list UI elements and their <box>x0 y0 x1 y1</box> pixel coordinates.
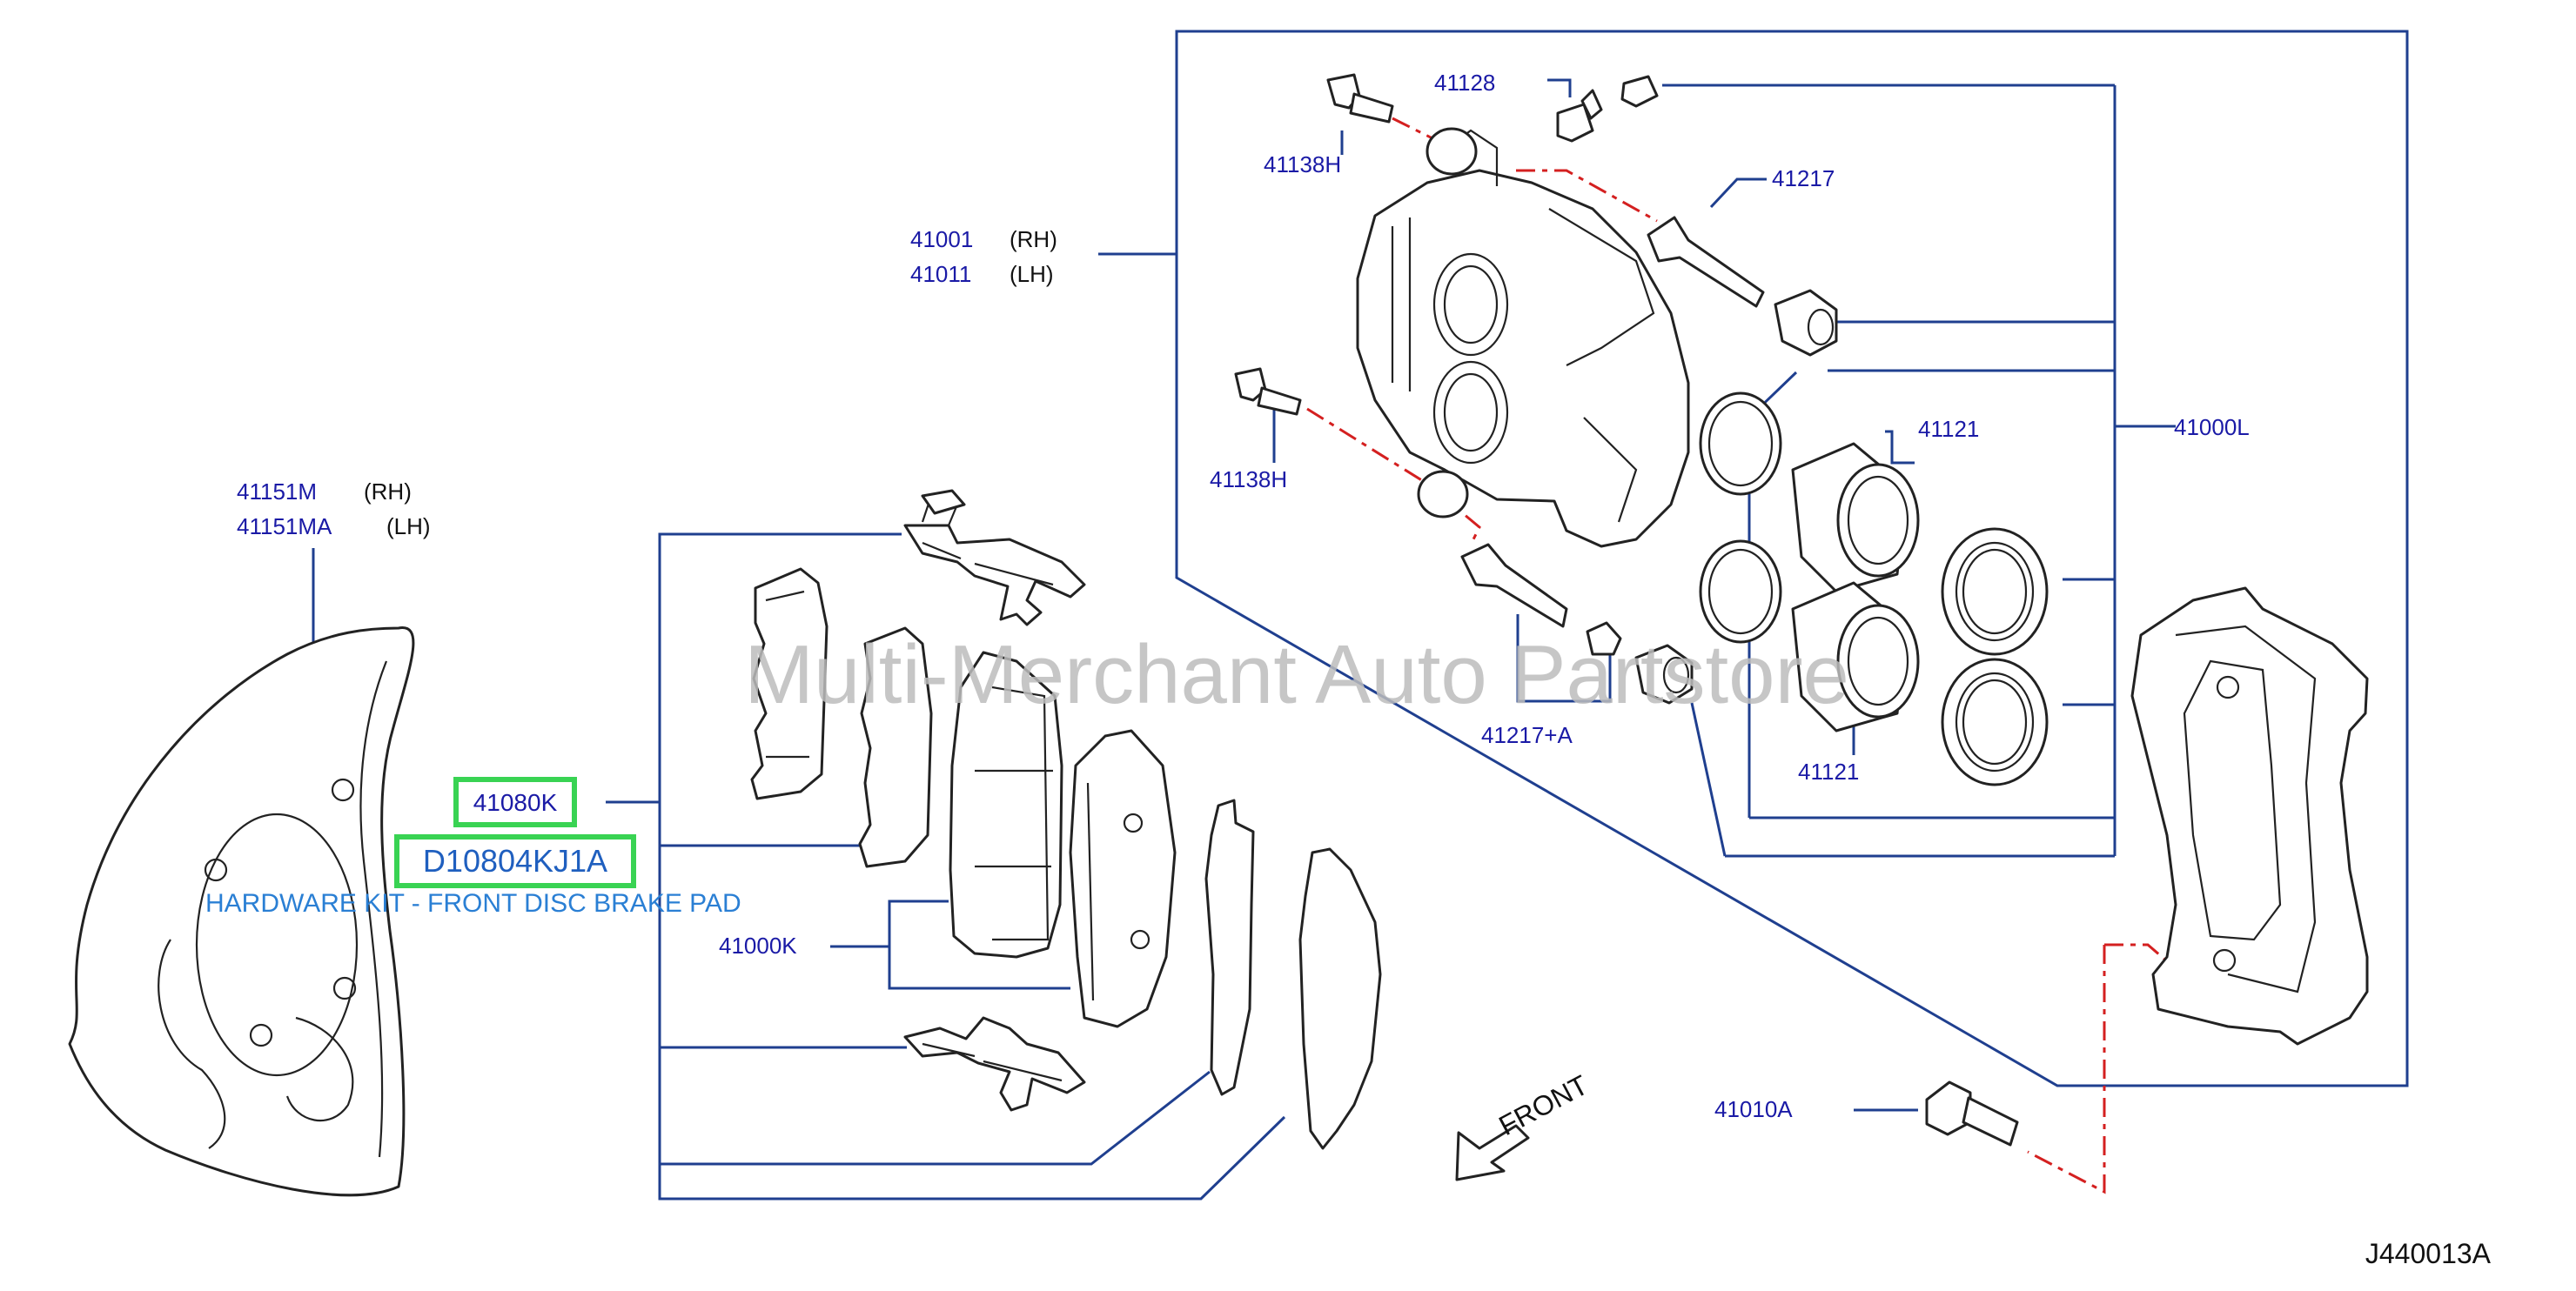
centerlines <box>1306 117 2211 1194</box>
callout-41128[interactable]: 41128 <box>1434 70 1495 96</box>
front-direction-arrow-icon <box>1455 1124 1530 1181</box>
highlighted-part-D10804KJ1A[interactable]: D10804KJ1A <box>394 834 636 888</box>
brake-splash-shield <box>68 626 415 1197</box>
pin-boot-upper <box>1774 289 1838 357</box>
piston-upper <box>1791 442 1920 593</box>
pad-abutment-clip-lower <box>903 1016 1086 1112</box>
piston-lower <box>1791 581 1920 732</box>
outer-brake-pad <box>949 651 1063 959</box>
callout-41011-side: (LH) <box>1010 261 1054 287</box>
slide-pin-lower <box>1460 543 1568 628</box>
callout-41001-side: (RH) <box>1010 226 1057 252</box>
highlight-label-41080K[interactable]: 41080K <box>473 789 558 816</box>
callout-41000K[interactable]: 41000K <box>719 933 797 959</box>
diagram-code: J440013A <box>2365 1238 2492 1269</box>
inner-shim-1 <box>1204 799 1255 1096</box>
callout-41217A[interactable]: 41217+A <box>1481 722 1573 748</box>
callout-41000L[interactable]: 41000L <box>2174 414 2250 440</box>
callout-41121-upper[interactable]: 41121 <box>1918 416 1979 442</box>
bracket-mounting-bolt <box>1925 1080 2019 1147</box>
front-direction-label: FRONT <box>1493 1069 1593 1142</box>
pin-boot-lower-small <box>1586 621 1622 656</box>
callout-41138H-upper[interactable]: 41138H <box>1264 151 1341 177</box>
callout-41138H-lower[interactable]: 41138H <box>1210 466 1287 492</box>
slide-pin-upper <box>1647 216 1765 308</box>
guide-pin-bolt-upper <box>1326 73 1394 124</box>
piston-boot-upper <box>1941 527 2049 656</box>
pin-boot-lower <box>1634 644 1694 705</box>
piston-seal-lower <box>1699 539 1782 644</box>
leader-lines <box>312 30 2409 1201</box>
outer-shim <box>750 567 828 800</box>
callout-labels: 41128 41138H 41217 41001 (RH) 41011 (LH)… <box>237 70 2492 1269</box>
inner-brake-pad <box>1069 729 1177 1028</box>
highlight-label-D10804KJ1A[interactable]: D10804KJ1A <box>423 843 607 879</box>
pad-abutment-clip-upper <box>903 489 1086 626</box>
anti-squeal-shim <box>858 626 933 868</box>
callout-41001[interactable]: 41001 <box>910 226 973 252</box>
callout-41151M-side: (RH) <box>364 478 412 505</box>
callout-41151MA[interactable]: 41151MA <box>237 513 332 539</box>
piston-seal-upper <box>1699 391 1782 496</box>
callout-41121-lower[interactable]: 41121 <box>1798 759 1859 785</box>
callout-41151M[interactable]: 41151M <box>237 478 317 505</box>
highlighted-part-41080K[interactable]: 41080K <box>453 777 577 827</box>
caliper-mounting-bracket <box>2130 586 2369 1046</box>
bleeder-screw <box>1556 89 1603 143</box>
callout-41151MA-side: (LH) <box>386 513 431 539</box>
guide-pin-bolt-lower <box>1234 367 1302 416</box>
highlight-description: HARDWARE KIT - FRONT DISC BRAKE PAD <box>205 889 741 918</box>
callout-41011[interactable]: 41011 <box>910 261 971 287</box>
inner-shim-2 <box>1298 847 1382 1150</box>
piston-boot-lower <box>1941 658 2049 786</box>
watermark: Multi-Merchant Auto Partstore <box>744 628 1849 721</box>
caliper-housing <box>1356 127 1690 548</box>
bleeder-cap <box>1620 75 1659 108</box>
callout-41217[interactable]: 41217 <box>1772 165 1835 191</box>
callout-41010A[interactable]: 41010A <box>1714 1096 1793 1122</box>
